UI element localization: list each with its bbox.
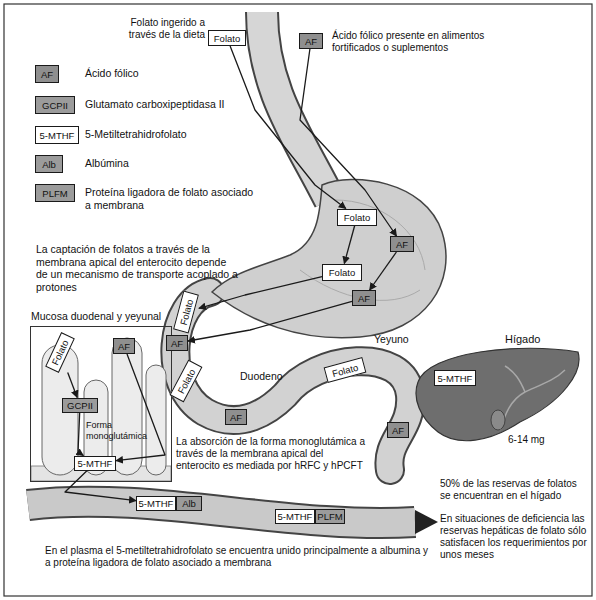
form-label: Forma monoglutámica xyxy=(86,420,158,442)
esophagus xyxy=(262,12,330,200)
molecule-box: Folato xyxy=(208,30,246,46)
molecule-abbreviation: PLFM xyxy=(317,511,342,522)
molecule-box: 5-MTHF xyxy=(275,509,315,524)
organ-name: Hígado xyxy=(505,333,565,346)
molecule-box: Folato xyxy=(322,264,362,281)
molecule-abbreviation: 5-MTHF xyxy=(438,373,473,384)
legend-abbreviation: PLFM xyxy=(42,188,67,199)
villus xyxy=(112,338,142,475)
molecule-box: AF xyxy=(352,290,376,306)
flow-arrow xyxy=(370,252,397,290)
molecule-abbreviation: Folato xyxy=(344,212,370,223)
flow-arrow xyxy=(188,301,352,341)
quantity: 6-14 mg xyxy=(508,434,568,446)
liver xyxy=(416,348,579,440)
flow-arrow xyxy=(230,46,346,209)
molecule-abbreviation: Folato xyxy=(329,267,355,278)
legend-text: Proteína ligadora de folato asociado a m… xyxy=(85,186,260,211)
molecule-abbreviation: 5-MTHF xyxy=(139,498,174,509)
legend-abbreviation: AF xyxy=(41,69,53,80)
flow-arrow xyxy=(300,49,397,236)
note: 50% de las reservas de folatos se encuen… xyxy=(440,478,588,502)
gallbladder xyxy=(491,410,505,430)
note: La absorción de la forma monoglutámica a… xyxy=(176,436,366,472)
flow-arrow xyxy=(344,226,354,264)
molecule-abbreviation: AF xyxy=(392,425,404,436)
molecule-box: AF xyxy=(387,422,409,438)
molecule-abbreviation: 5-MTHF xyxy=(78,458,113,469)
flow-arrow xyxy=(78,413,83,456)
legend-abbreviation: 5-MTHF xyxy=(40,130,75,141)
molecule-box: 5-MTHF xyxy=(74,456,116,471)
molecule-box: 5-MTHF xyxy=(434,370,476,386)
villus xyxy=(146,365,166,475)
molecule-abbreviation: 5-MTHF xyxy=(278,511,313,522)
molecule-box: Alb xyxy=(176,496,202,511)
molecule-box: PLFM xyxy=(315,509,345,524)
note: Folato ingerido a través de la dieta xyxy=(105,17,205,41)
molecule-abbreviation: AF xyxy=(396,239,408,250)
mucosa-inset: Mucosa duodenal y yeyunalFolatoAFGCPII5-… xyxy=(30,326,172,482)
molecule-abbreviation: Folato xyxy=(49,338,70,367)
note: En el plasma el 5-metiltetrahidrofolato … xyxy=(45,545,435,569)
note: Ácido fólico presente en alimentos forti… xyxy=(332,30,532,54)
legend-swatch: GCPII xyxy=(35,96,75,114)
liver-vessels xyxy=(500,366,565,430)
organ-name: Yeyuno xyxy=(374,333,434,346)
flow-arrow xyxy=(68,372,78,397)
blood-vessel xyxy=(28,502,415,523)
molecule-box: AF xyxy=(299,33,323,49)
molecule-abbreviation: GCPII xyxy=(67,400,93,411)
molecule-box: 5-MTHF xyxy=(136,496,176,511)
flow-arrow xyxy=(199,277,322,309)
legend-swatch: 5-MTHF xyxy=(35,126,79,144)
legend-swatch: Alb xyxy=(35,155,63,173)
molecule-abbreviation: AF xyxy=(171,338,183,349)
molecule-box: Folato xyxy=(45,332,75,373)
organ-name: Duodeno xyxy=(240,370,300,383)
blood-vessel-wall xyxy=(28,502,415,523)
molecule-abbreviation: AF xyxy=(118,341,130,352)
molecule-box: AF xyxy=(225,409,247,425)
molecule-abbreviation: AF xyxy=(305,36,317,47)
molecule-box: AF xyxy=(390,236,414,252)
molecule-box: Folato xyxy=(337,209,377,226)
note: En situaciones de deficiencia las reserv… xyxy=(440,513,588,561)
legend-abbreviation: GCPII xyxy=(42,100,68,111)
flow-arrow xyxy=(116,354,165,461)
legend-text: Glutamato carboxipeptidasa II xyxy=(85,98,260,111)
legend-swatch: PLFM xyxy=(35,184,75,202)
molecule-box: GCPII xyxy=(62,398,98,413)
legend-text: 5-Metiltetrahidrofolato xyxy=(85,128,260,141)
molecule-box: AF xyxy=(113,338,135,354)
molecule-abbreviation: Alb xyxy=(182,498,196,509)
stomach-fold xyxy=(335,200,425,270)
legend-text: Ácido fólico xyxy=(85,67,260,80)
esophagus-wall xyxy=(262,12,330,200)
stomach xyxy=(212,180,446,338)
note: La captación de folatos a través de la m… xyxy=(36,243,238,293)
outer-frame xyxy=(4,4,592,596)
molecule-box: AF xyxy=(166,335,188,351)
legend-abbreviation: Alb xyxy=(42,159,56,170)
molecule-abbreviation: AF xyxy=(358,293,370,304)
flow-arrow xyxy=(65,471,136,501)
legend-swatch: AF xyxy=(35,65,59,83)
inset-heading: Mucosa duodenal y yeyunal xyxy=(31,310,161,322)
molecule-abbreviation: AF xyxy=(230,412,242,423)
flow-arrowhead xyxy=(415,510,438,534)
molecule-abbreviation: Folato xyxy=(214,33,240,44)
legend-text: Albúmina xyxy=(85,157,260,170)
